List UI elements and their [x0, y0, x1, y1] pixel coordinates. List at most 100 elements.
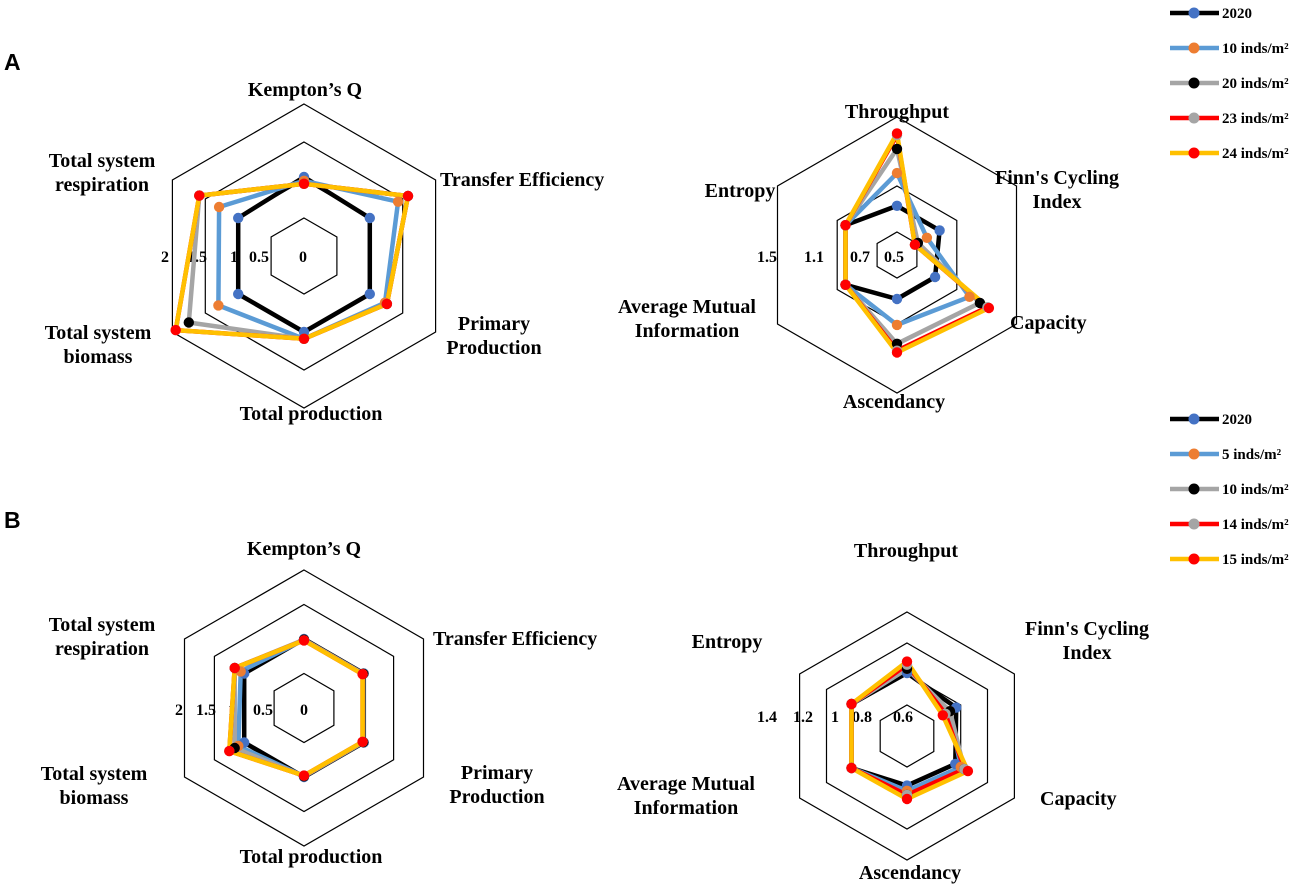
tick-label: 0.5: [249, 249, 269, 266]
grid-ring: [776, 116, 1018, 394]
legend-panel-a: 2020 10 inds/m² 20 inds/m² 23 inds/m² 24 ind…: [1170, 6, 1289, 162]
panel-letter-b: B: [4, 507, 21, 533]
data-point-10-inds-m: [213, 300, 224, 311]
data-point-15-inds-m: [937, 710, 948, 721]
data-point-10-inds-m: [891, 167, 903, 179]
legend-label: 14 inds/m²: [1222, 517, 1289, 533]
axis-label-throughput: Throughput: [854, 540, 958, 562]
axis-label-transfer-efficiency: Transfer Efficiency: [440, 169, 604, 191]
tick-label: 1.1: [804, 249, 824, 266]
legend-item-14-inds-m: 14 inds/m²: [1170, 517, 1289, 533]
tick-label: 1.4: [757, 709, 777, 726]
data-point-2020: [891, 200, 903, 211]
legend-swatch-marker: [1188, 553, 1200, 565]
legend-swatch-marker: [1188, 42, 1200, 54]
data-point-24-inds-m: [381, 298, 393, 310]
data-point-10-inds-m: [392, 196, 404, 207]
data-point-15-inds-m: [901, 793, 913, 805]
data-point-24-inds-m: [983, 302, 995, 314]
data-point-2020: [934, 225, 945, 236]
data-point-2020: [929, 271, 941, 283]
legend-swatch-marker: [1188, 518, 1200, 530]
legend-label: 2020: [1222, 6, 1252, 22]
data-point-2020: [233, 288, 244, 300]
grid-ring: [213, 603, 395, 813]
tick-label: 0.5: [884, 249, 904, 266]
legend-item-10-inds-m: 10 inds/m²: [1170, 482, 1289, 498]
grid-ring: [171, 103, 437, 409]
data-point-24-inds-m: [840, 279, 851, 290]
data-point-24-inds-m: [909, 239, 921, 250]
axis-label-entropy: Entropy: [705, 180, 776, 202]
data-point-15-inds-m: [901, 656, 913, 667]
axis-label-transfer-efficiency: Transfer Efficiency: [433, 628, 597, 650]
legend-item-15-inds-m: 15 inds/m²: [1170, 552, 1289, 568]
series-lines: [227, 636, 367, 780]
data-point-24-inds-m: [170, 324, 181, 336]
axis-label-capacity: Capacity: [1040, 788, 1117, 810]
tick-label: 0: [299, 249, 307, 266]
axis-label-throughput: Throughput: [845, 101, 949, 123]
axis-label-capacity: Capacity: [1010, 312, 1087, 334]
data-point-24-inds-m: [298, 178, 310, 189]
tick-label: 0.5: [253, 702, 273, 719]
axis-label-total-production: Total production: [240, 846, 383, 868]
data-point-2020: [233, 212, 244, 224]
series-line-15-inds-m: [227, 638, 365, 778]
data-point-15-inds-m: [298, 635, 310, 646]
series-line-5-inds-m: [849, 666, 963, 794]
axis-label-ascendancy: Ascendancy: [859, 862, 961, 884]
legend-swatch-marker: [1188, 7, 1200, 19]
tick-label: 0.7: [850, 249, 870, 266]
tick-label: 1.5: [196, 702, 216, 719]
data-point-2020: [364, 288, 375, 300]
data-point-15-inds-m: [298, 770, 310, 781]
legend-label: 23 inds/m²: [1222, 111, 1289, 127]
grid-ring: [273, 672, 335, 744]
data-point-24-inds-m: [194, 190, 205, 201]
series-markers: [840, 128, 995, 358]
legend-swatch-marker: [1188, 112, 1200, 124]
axis-label-kempton-s-q: Kempton’s Q: [247, 538, 361, 560]
data-point-15-inds-m: [229, 662, 240, 674]
data-point-15-inds-m: [357, 736, 368, 747]
data-point-15-inds-m: [357, 669, 368, 680]
legend-item-20-inds-m: 20 inds/m²: [1170, 76, 1289, 92]
grid-ring: [798, 611, 1016, 861]
axis-label-ascendancy: Ascendancy: [843, 391, 945, 413]
series-line-15-inds-m: [849, 659, 971, 802]
data-point-24-inds-m: [402, 190, 414, 202]
legend-item-10-inds-m: 10 inds/m²: [1170, 41, 1289, 57]
legend-label: 24 inds/m²: [1222, 146, 1289, 162]
series-markers: [224, 633, 369, 783]
legend-item-23-inds-m: 23 inds/m²: [1170, 111, 1289, 127]
legend-label: 15 inds/m²: [1222, 552, 1289, 568]
legend-item-2020: 2020: [1170, 6, 1252, 22]
data-point-24-inds-m: [891, 347, 903, 358]
tick-label: 1.2: [793, 709, 813, 726]
tick-label: 1: [831, 709, 839, 726]
series-lines: [173, 174, 411, 342]
legend-label: 10 inds/m²: [1222, 41, 1289, 57]
axis-label-entropy: Entropy: [692, 631, 763, 653]
legend-label: 2020: [1222, 412, 1252, 428]
data-point-15-inds-m: [846, 698, 857, 710]
tick-label: 1.5: [757, 249, 777, 266]
data-point-20-inds-m: [183, 317, 194, 328]
legend-swatch-marker: [1188, 77, 1200, 89]
panel-letter-a: A: [4, 49, 21, 75]
data-point-20-inds-m: [891, 143, 903, 155]
data-point-24-inds-m: [298, 333, 310, 344]
grid-ring: [879, 704, 935, 768]
legend-label: 20 inds/m²: [1222, 76, 1289, 92]
